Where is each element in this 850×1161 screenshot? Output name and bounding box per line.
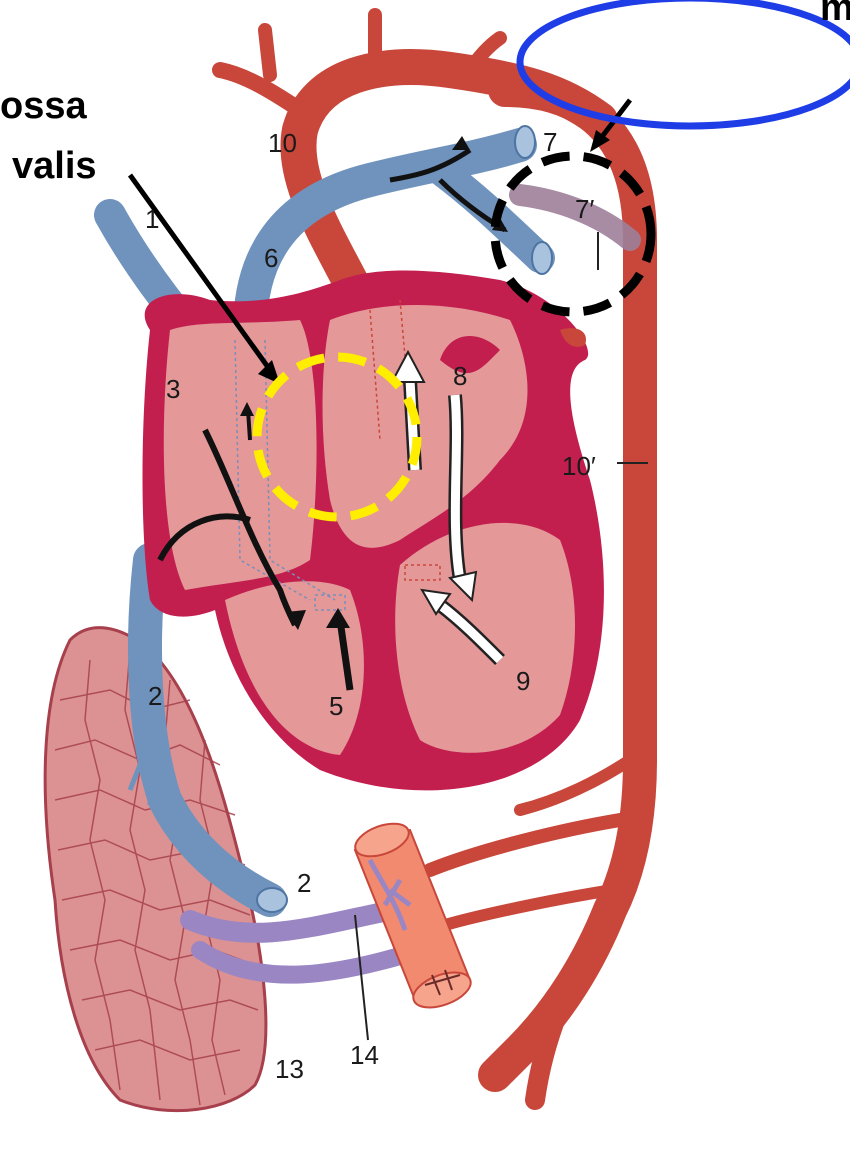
- label-13: 13: [275, 1054, 304, 1084]
- black-flow-arrow-icon: [286, 610, 306, 630]
- black-pointer-arrow-icon: [258, 360, 280, 384]
- label-8: 8: [453, 361, 467, 391]
- label-10: 10: [268, 128, 297, 158]
- black-flow-arrow-icon: [452, 136, 470, 150]
- black-pointer-arrow-icon: [590, 130, 610, 152]
- label-2-lower: 2: [297, 868, 311, 898]
- label-10-prime: 10′: [562, 451, 596, 481]
- white-flow-arrow-icon: [420, 588, 452, 616]
- callout-text-line1: ossa: [0, 85, 87, 127]
- label-7: 7: [543, 127, 557, 157]
- label-5: 5: [329, 691, 343, 721]
- label-1: 1: [145, 204, 159, 234]
- yellow-dashed-circle-marker: [252, 352, 422, 522]
- label-7-prime: 7′: [575, 194, 594, 224]
- label-3: 3: [166, 374, 180, 404]
- label-2-upper: 2: [148, 681, 162, 711]
- white-flow-arrow-icon: [448, 570, 478, 603]
- pulmonary-trunk: [233, 125, 641, 347]
- black-dashed-circle-marker: [490, 151, 656, 317]
- white-flow-arrows: [390, 349, 505, 665]
- inferior-vena-cava: [127, 543, 288, 917]
- callout-text-top-right: m: [820, 0, 850, 29]
- black-flow-arrow-icon: [326, 608, 350, 628]
- heart: [142, 270, 604, 791]
- umbilical-vessels: [180, 822, 472, 1009]
- callout-text-line2: valis: [12, 145, 97, 187]
- label-9: 9: [516, 666, 530, 696]
- white-flow-arrow-icon: [390, 349, 426, 383]
- label-6: 6: [264, 243, 278, 273]
- label-14: 14: [350, 1040, 379, 1070]
- blue-highlight-oval: [516, 0, 850, 130]
